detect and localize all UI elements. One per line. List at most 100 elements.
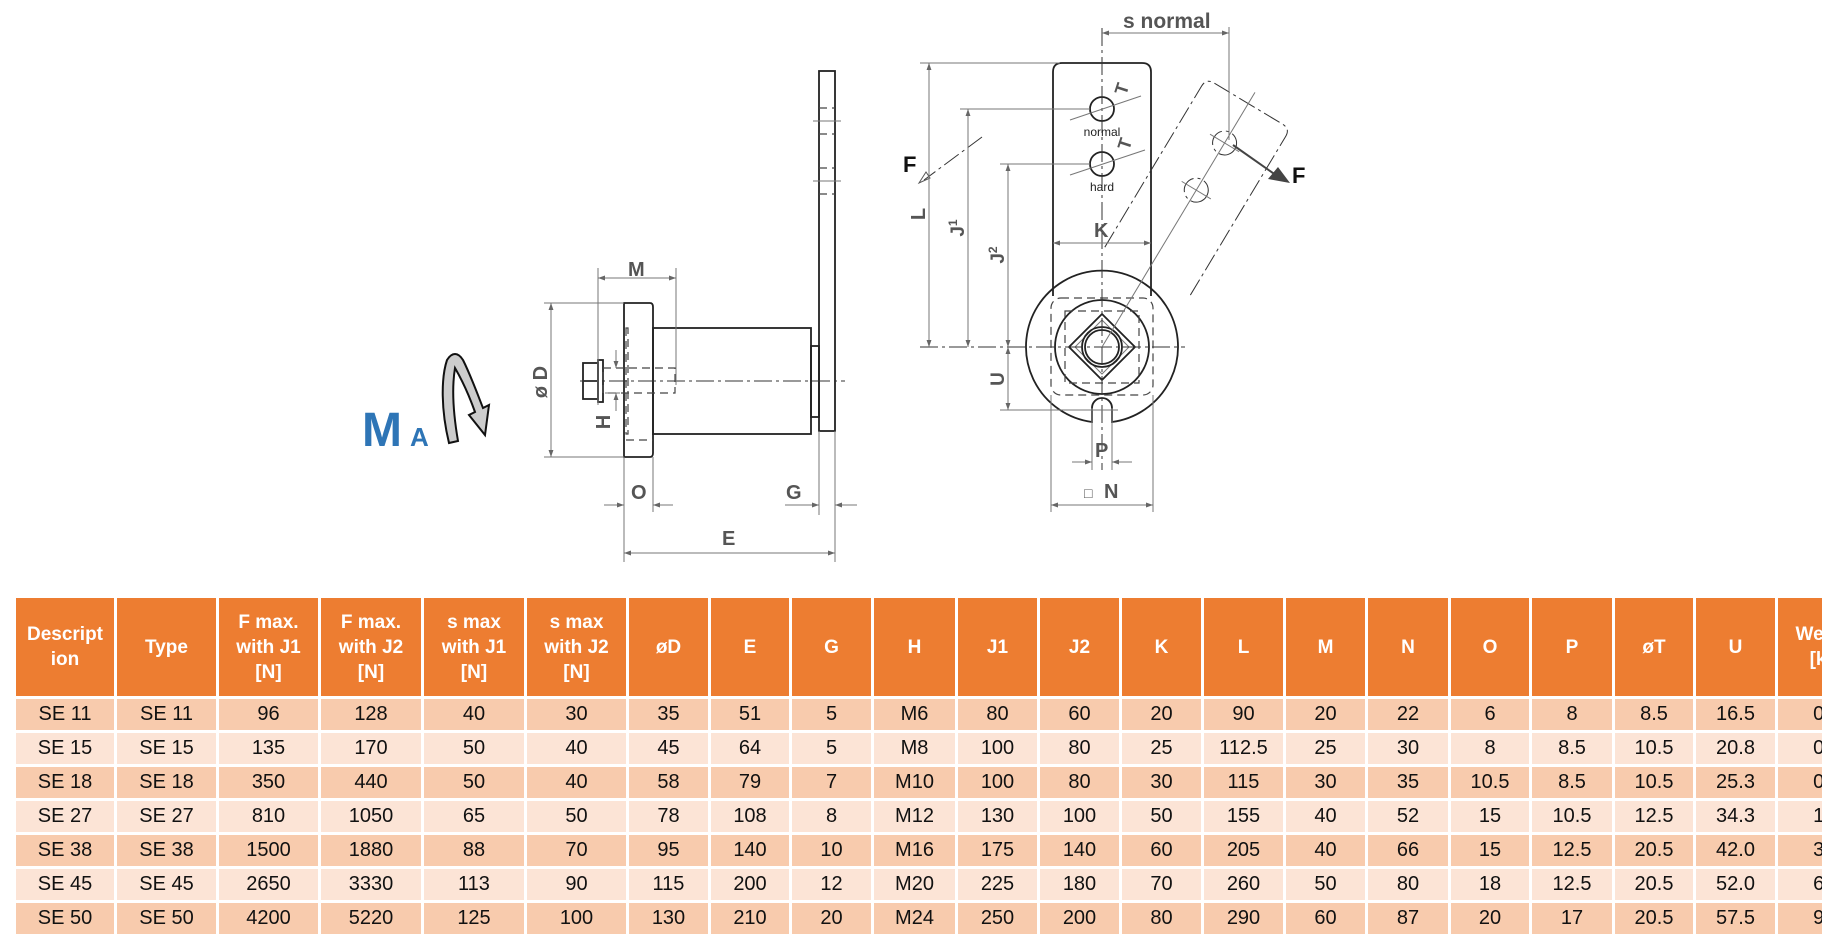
table-cell: 4200 (219, 903, 318, 934)
table-cell: 40 (1286, 835, 1365, 866)
table-cell: 5 (792, 699, 871, 730)
table-cell: 10 (792, 835, 871, 866)
column-header: øD (629, 598, 708, 696)
table-cell: 64 (711, 733, 789, 764)
column-header: s max with J2 [N] (527, 598, 626, 696)
column-header: L (1204, 598, 1283, 696)
table-cell: 155 (1204, 801, 1283, 832)
table-cell: 20.5 (1615, 835, 1693, 866)
table-cell: 30 (1368, 733, 1448, 764)
table-cell: M6 (874, 699, 955, 730)
table-cell: 70 (527, 835, 626, 866)
table-cell: 290 (1204, 903, 1283, 934)
table-cell: 350 (219, 767, 318, 798)
table-cell: 260 (1204, 869, 1283, 900)
svg-text:M: M (628, 259, 645, 281)
table-cell: M12 (874, 801, 955, 832)
technical-drawing: M A M ø D H O (362, 10, 1305, 562)
table-cell: 10.5 (1451, 767, 1529, 798)
table-cell: SE 15 (16, 733, 114, 764)
table-cell: 170 (321, 733, 421, 764)
torque-arrow-icon (441, 353, 491, 445)
table-cell: 65 (424, 801, 524, 832)
svg-text:ø D: ø D (530, 366, 552, 398)
table-cell: 60 (1122, 835, 1201, 866)
table-cell: 40 (527, 767, 626, 798)
svg-text:L: L (908, 208, 930, 220)
side-view: M ø D H O G E (530, 70, 857, 562)
table-cell: 12 (792, 869, 871, 900)
svg-text:□: □ (1084, 485, 1093, 501)
table-cell: 100 (1040, 801, 1119, 832)
table-cell: SE 18 (16, 767, 114, 798)
table-cell: 115 (1204, 767, 1283, 798)
table-cell: 40 (424, 699, 524, 730)
table-cell: 30 (527, 699, 626, 730)
table-cell: 1880 (321, 835, 421, 866)
table-cell: 0.4 (1778, 733, 1822, 764)
table-cell: 50 (424, 733, 524, 764)
table-cell: 12.5 (1532, 835, 1612, 866)
column-header: øT (1615, 598, 1693, 696)
table-cell: 90 (1204, 699, 1283, 730)
table-cell: 1500 (219, 835, 318, 866)
table-cell: 8.5 (1532, 733, 1612, 764)
table-cell: 90 (527, 869, 626, 900)
table-cell: M16 (874, 835, 955, 866)
table-cell: 52.0 (1696, 869, 1775, 900)
svg-text:E: E (722, 528, 735, 550)
table-cell: 140 (711, 835, 789, 866)
table-cell: 88 (424, 835, 524, 866)
table-cell: 810 (219, 801, 318, 832)
table-cell: 108 (711, 801, 789, 832)
table-cell: 17 (1532, 903, 1612, 934)
column-header: Descript ion (16, 598, 114, 696)
table-cell: 87 (1368, 903, 1448, 934)
table-cell: 35 (1368, 767, 1448, 798)
force-arrow-icon (1268, 167, 1290, 183)
table-cell: SE 11 (16, 699, 114, 730)
table-cell: 6.4 (1778, 869, 1822, 900)
svg-text:N: N (1104, 481, 1118, 503)
svg-text:normal: normal (1084, 125, 1121, 139)
column-header: U (1696, 598, 1775, 696)
column-header: K (1122, 598, 1201, 696)
table-cell: 8 (1451, 733, 1529, 764)
table-cell: 34.3 (1696, 801, 1775, 832)
column-header: M (1286, 598, 1365, 696)
table-cell: 25 (1286, 733, 1365, 764)
svg-text:T: T (1111, 81, 1133, 98)
table-cell: 9.0 (1778, 903, 1822, 934)
mounting-plate (818, 70, 836, 432)
table-cell: 12.5 (1532, 869, 1612, 900)
table-cell: SE 11 (117, 699, 216, 730)
column-header: P (1532, 598, 1612, 696)
table-cell: 25.3 (1696, 767, 1775, 798)
table-cell: 20.8 (1696, 733, 1775, 764)
front-view: F F s normal T T normal hard L J1 J2 U K… (903, 10, 1305, 512)
table-cell: 1050 (321, 801, 421, 832)
table-cell: 130 (958, 801, 1037, 832)
table-cell: 16.5 (1696, 699, 1775, 730)
table-cell: SE 45 (16, 869, 114, 900)
table-cell: 40 (1286, 801, 1365, 832)
svg-text:hard: hard (1090, 180, 1114, 194)
table-cell: 1.7 (1778, 801, 1822, 832)
column-header: J2 (1040, 598, 1119, 696)
table-cell: 35 (629, 699, 708, 730)
j1-label: J (948, 226, 969, 237)
table-cell: 5 (792, 733, 871, 764)
table-cell: SE 45 (117, 869, 216, 900)
table-cell: SE 15 (117, 733, 216, 764)
table-cell: 96 (219, 699, 318, 730)
table-cell: 100 (958, 767, 1037, 798)
table-cell: SE 38 (16, 835, 114, 866)
table-cell: 50 (1122, 801, 1201, 832)
table-cell: 440 (321, 767, 421, 798)
table-cell: 100 (958, 733, 1037, 764)
